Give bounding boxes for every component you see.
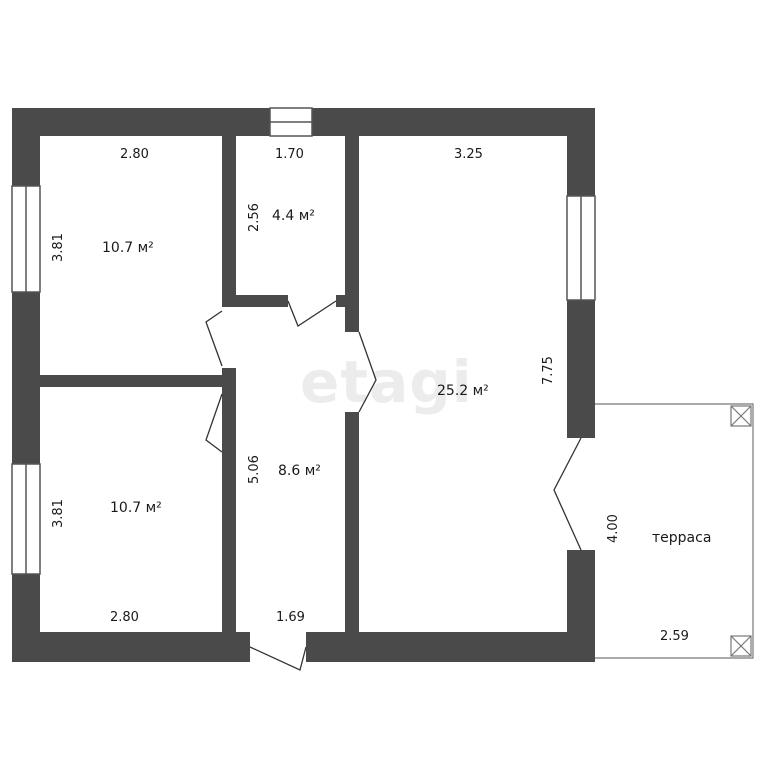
bedroom-bottom-area: 10.7 м² bbox=[110, 500, 162, 516]
door-bedroom-bottom bbox=[205, 393, 223, 453]
bedroom-bottom-width: 2.80 bbox=[110, 610, 139, 625]
terrace-width: 2.59 bbox=[660, 629, 689, 644]
bedroom-top-area: 10.7 м² bbox=[102, 240, 154, 256]
hallway-height: 5.06 bbox=[247, 455, 262, 484]
hallway-area: 8.6 м² bbox=[278, 463, 321, 479]
hallway-width: 1.69 bbox=[276, 610, 305, 625]
door-living bbox=[358, 331, 377, 413]
door-bedroom-top bbox=[205, 310, 223, 367]
door-entrance bbox=[249, 646, 307, 671]
bathroom-height: 2.56 bbox=[247, 203, 262, 232]
windows bbox=[11, 107, 596, 575]
terrace-outline bbox=[595, 403, 754, 659]
watermark: etagi bbox=[300, 348, 473, 416]
terrace-height: 4.00 bbox=[606, 514, 621, 543]
bathroom-area: 4.4 м² bbox=[272, 208, 315, 224]
living-width: 3.25 bbox=[454, 147, 483, 162]
bedroom-top-width: 2.80 bbox=[120, 147, 149, 162]
living-area: 25.2 м² bbox=[437, 383, 489, 399]
door-bathroom bbox=[287, 300, 337, 327]
living-height: 7.75 bbox=[541, 356, 556, 385]
terrace-label: терраса bbox=[652, 530, 711, 546]
doors bbox=[205, 300, 582, 671]
door-terrace bbox=[553, 437, 582, 551]
walls bbox=[12, 108, 595, 662]
bathroom-width: 1.70 bbox=[275, 147, 304, 162]
post-bottom bbox=[730, 635, 752, 657]
bedroom-top-height: 3.81 bbox=[51, 233, 66, 262]
bedroom-bottom-height: 3.81 bbox=[51, 499, 66, 528]
post-top bbox=[730, 405, 752, 427]
